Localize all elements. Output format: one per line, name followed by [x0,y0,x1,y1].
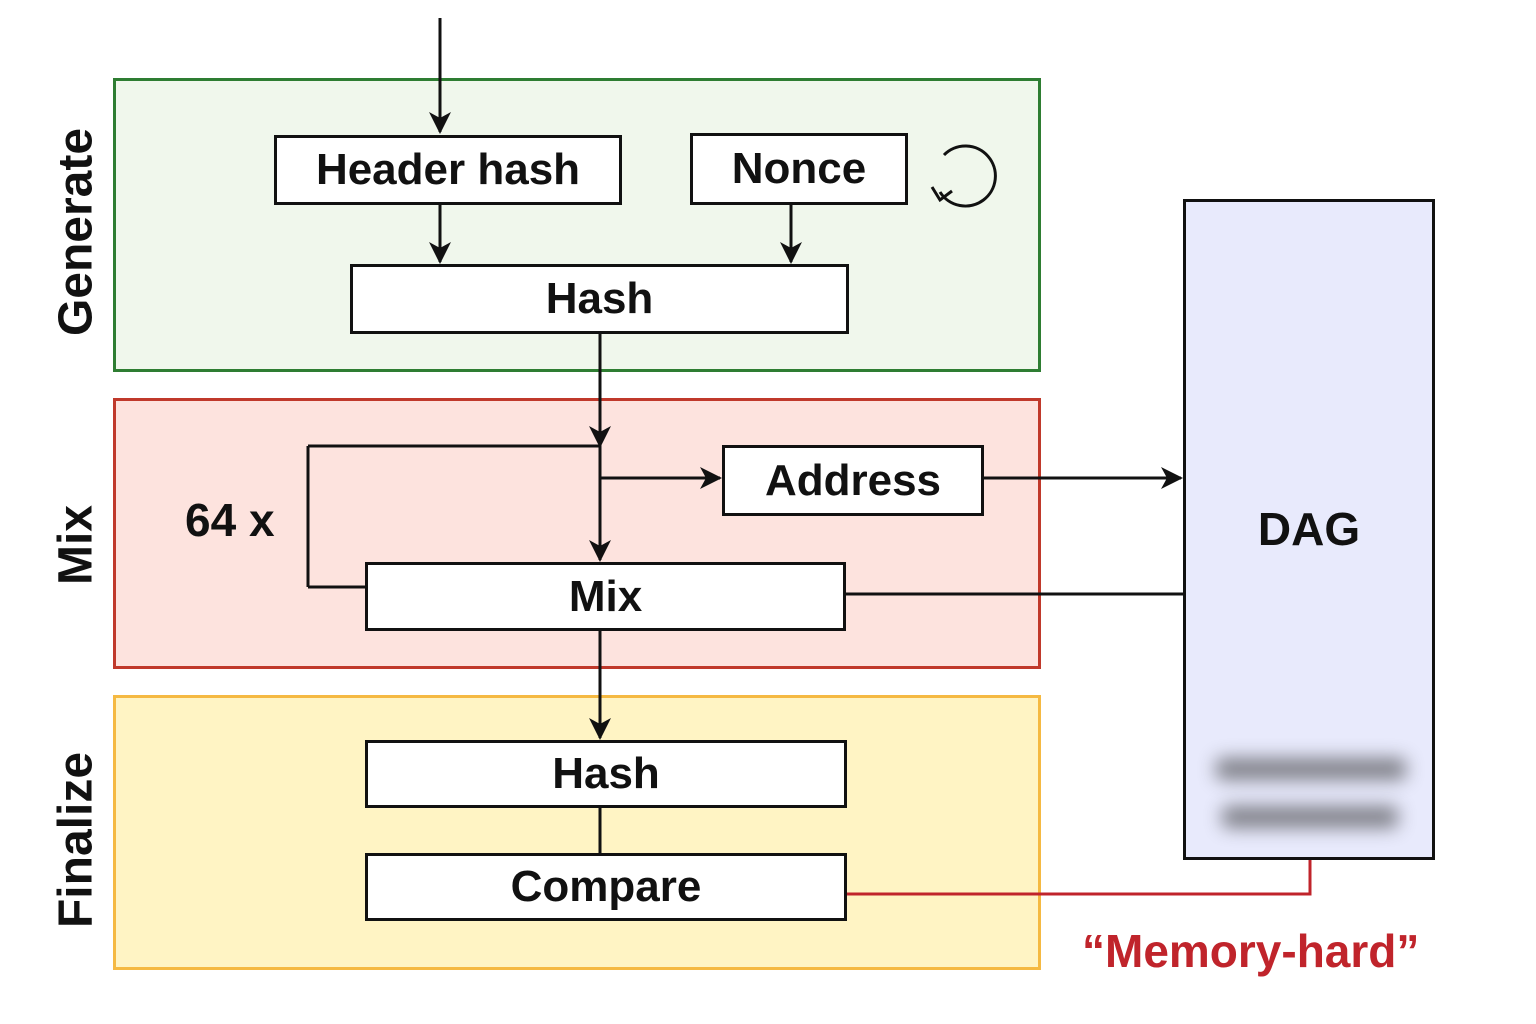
dag-label: DAG [1257,503,1361,555]
loop-count-label: 64 x [185,494,275,546]
memory-hard-label: “Memory-hard” [1082,925,1420,977]
address-box: Address [722,445,984,516]
compare-to-dag-line [847,860,1312,896]
header-hash-box: Header hash [274,135,622,205]
generate-hash-box: Hash [350,264,849,334]
compare-box: Compare [365,853,847,921]
blurred-text [1222,806,1398,828]
nonce-box: Nonce [690,133,908,205]
mix-box: Mix [365,562,846,631]
blurred-text [1216,758,1406,780]
refresh-icon [930,144,997,208]
dag-box: DAG [1183,199,1435,860]
finalize-hash-box: Hash [365,740,847,808]
